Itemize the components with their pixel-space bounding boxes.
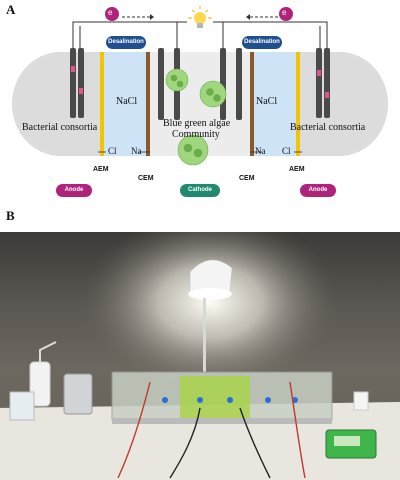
electron-right-icon — [279, 7, 293, 21]
nacl-right-label: NaCl — [256, 96, 278, 107]
nacl-left-label: NaCl — [116, 96, 138, 107]
right-anode-chamber — [300, 52, 388, 156]
lab-setup-photo — [0, 232, 400, 480]
cathode-badge: Cathode — [180, 184, 220, 197]
aem-right-membrane — [296, 52, 300, 156]
panel-a-label: A — [6, 2, 16, 17]
cem-right-membrane — [250, 52, 254, 156]
electron-left-icon — [105, 7, 119, 21]
panel-a-schematic: A — [0, 0, 400, 210]
anode-electrodes-right — [316, 48, 330, 118]
aem-right-label: AEM — [289, 166, 305, 173]
anode-right-badge: Anode — [300, 184, 336, 197]
mfc-reactor — [111, 371, 333, 424]
beaker-icon — [9, 391, 35, 421]
anode-left-badge: Anode — [56, 184, 92, 197]
left-anode-chamber — [12, 52, 100, 156]
desalination-left-badge: Desalination — [106, 36, 146, 49]
ph-meter-icon — [63, 373, 93, 415]
wires — [117, 381, 306, 479]
algae-label-line1: Blue green algae — [163, 118, 231, 129]
bacterial-consortia-right-label: Bacterial consortia — [290, 122, 366, 133]
panel-b-photo — [0, 232, 400, 480]
electron-left-label: e — [108, 8, 113, 17]
cl-left-label: Cl — [108, 146, 117, 156]
cem-right-label: CEM — [239, 175, 255, 182]
bacterial-consortia-left-label: Bacterial consortia — [22, 122, 98, 133]
desalination-right-badge: Desalination — [242, 36, 282, 49]
wash-bottle-icon — [29, 341, 57, 407]
right-desal-chamber — [254, 52, 296, 156]
power-outlet-icon — [353, 391, 369, 411]
cem-left-membrane — [146, 52, 150, 156]
na-right-label: Na — [255, 146, 266, 156]
electron-right-label: e — [282, 8, 287, 17]
aem-left-membrane — [100, 52, 104, 156]
anode-electrodes-left — [70, 48, 84, 118]
cl-right-label: Cl — [282, 146, 291, 156]
na-left-label: Na — [131, 146, 142, 156]
cell-schematic-svg — [12, 6, 388, 166]
cem-left-label: CEM — [138, 175, 154, 182]
left-desal-chamber — [104, 52, 146, 156]
algae-cells — [165, 68, 227, 166]
algae-label-line2: Community — [172, 129, 220, 140]
aem-left-label: AEM — [93, 166, 109, 173]
cathode-electrodes — [158, 48, 242, 120]
desk-lamp-icon — [188, 259, 233, 372]
panel-b-label: B — [6, 208, 15, 223]
lamp-glow — [80, 232, 340, 392]
light-bulb-icon — [188, 6, 212, 28]
